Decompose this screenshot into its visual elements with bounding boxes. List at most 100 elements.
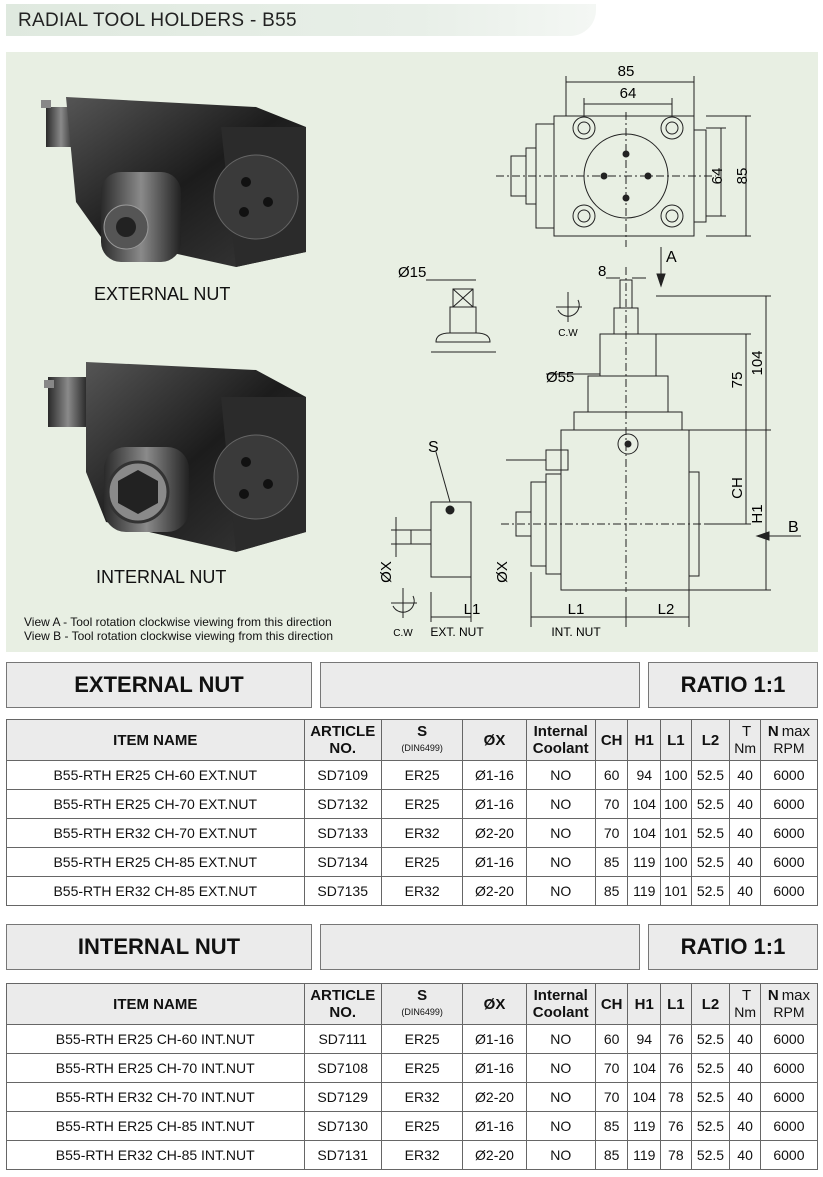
table-cell: Ø2-20 xyxy=(462,1140,527,1170)
table-cell: 6000 xyxy=(759,818,819,848)
table-cell: 85 xyxy=(594,1111,629,1141)
header-ox: ØX xyxy=(462,983,527,1025)
dim-64-top: 64 xyxy=(620,85,637,102)
dim-ox-int: ØX xyxy=(494,561,511,583)
internal-nut-holder-image xyxy=(44,362,306,552)
table-cell: 52.5 xyxy=(690,760,731,790)
header-text: T xyxy=(742,987,752,1004)
table-cell: ER32 xyxy=(380,876,464,906)
header-text: H1 xyxy=(634,995,654,1013)
table-cell: SD7111 xyxy=(303,1024,382,1054)
table-cell: 40 xyxy=(729,1111,761,1141)
dim-85-top: 85 xyxy=(618,63,635,80)
dim-8: 8 xyxy=(598,263,606,280)
header-text: ITEM NAME xyxy=(113,731,198,749)
figure-panel: 85 64 64 85 Ø15 xyxy=(6,52,818,652)
table-cell: Ø1-16 xyxy=(462,1053,527,1083)
dim-d55: Ø55 xyxy=(546,369,574,386)
dim-104: 104 xyxy=(749,350,766,375)
table-cell: 6000 xyxy=(759,760,819,790)
table-cell: 6000 xyxy=(759,847,819,877)
table-cell: B55-RTH ER25 CH-70 EXT.NUT xyxy=(6,789,305,819)
table-cell: SD7108 xyxy=(303,1053,382,1083)
table-cell: NO xyxy=(525,876,596,906)
table-cell: 40 xyxy=(729,818,761,848)
header-l2: L2 xyxy=(690,719,731,761)
table-cell: 52.5 xyxy=(690,1140,731,1170)
table-cell: B55-RTH ER32 CH-85 INT.NUT xyxy=(6,1140,305,1170)
table-cell: 60 xyxy=(594,1024,629,1054)
header-text: L2 xyxy=(701,731,720,749)
table-cell: 70 xyxy=(594,818,629,848)
table-cell: 100 xyxy=(660,789,692,819)
table-cell: ER32 xyxy=(380,1082,464,1112)
header-text: Nm xyxy=(734,740,756,756)
table-cell: 119 xyxy=(627,847,662,877)
section-title: INTERNAL NUT xyxy=(77,934,241,959)
table-cell: Ø1-16 xyxy=(462,1111,527,1141)
header-text: T xyxy=(742,723,752,740)
table-cell: NO xyxy=(525,760,596,790)
header-text: ØX xyxy=(483,995,506,1013)
header-text: ØX xyxy=(483,731,506,749)
table-cell: 104 xyxy=(627,1082,662,1112)
table-cell: Ø1-16 xyxy=(462,847,527,877)
table-cell: 119 xyxy=(627,876,662,906)
table-cell: NO xyxy=(525,1111,596,1141)
table-cell: ER25 xyxy=(380,1111,464,1141)
header-ch: CH xyxy=(594,983,629,1025)
header-item-name: ITEM NAME xyxy=(6,719,305,761)
table-cell: SD7131 xyxy=(303,1140,382,1170)
header-l2: L2 xyxy=(690,983,731,1025)
ratio-box: RATIO 1:1 xyxy=(648,662,818,708)
ext-nut-label: EXT. NUT xyxy=(430,625,484,639)
table-cell: 85 xyxy=(594,876,629,906)
dim-s: S xyxy=(428,439,439,456)
header-text: S xyxy=(417,723,428,740)
header-text: N xyxy=(767,723,779,740)
clockwise-icon xyxy=(556,292,582,322)
header-l1: L1 xyxy=(660,719,692,761)
table-cell: ER25 xyxy=(380,847,464,877)
table-cell: 52.5 xyxy=(690,847,731,877)
dim-h1: H1 xyxy=(749,504,766,523)
table-cell: B55-RTH ER25 CH-85 INT.NUT xyxy=(6,1111,305,1141)
table-cell: 40 xyxy=(729,760,761,790)
header-text: Internal xyxy=(533,723,588,740)
table-cell: B55-RTH ER25 CH-60 INT.NUT xyxy=(6,1024,305,1054)
table-cell: 104 xyxy=(627,789,662,819)
table-cell: 101 xyxy=(660,876,692,906)
table-cell: ER25 xyxy=(380,760,464,790)
table-cell: 70 xyxy=(594,1082,629,1112)
section-label-internal: INTERNAL NUT xyxy=(6,924,312,970)
clockwise-icon xyxy=(391,588,417,618)
header-text: CH xyxy=(600,731,623,749)
dim-l1-int: L1 xyxy=(568,601,585,618)
note-view-b: View B - Tool rotation clockwise viewing… xyxy=(24,629,334,643)
table-cell: ER32 xyxy=(380,818,464,848)
ext-nut-detail-drawing xyxy=(391,451,472,622)
shank-detail-drawing xyxy=(426,279,496,353)
ratio-box: RATIO 1:1 xyxy=(648,924,818,970)
table-cell: 78 xyxy=(660,1140,692,1170)
table-cell: 101 xyxy=(660,818,692,848)
table-cell: B55-RTH ER32 CH-85 EXT.NUT xyxy=(6,876,305,906)
header-text: RPM xyxy=(773,1004,805,1020)
table-cell: Ø2-20 xyxy=(462,1082,527,1112)
table-cell: 6000 xyxy=(759,1082,819,1112)
int-nut-label: INT. NUT xyxy=(551,625,601,639)
table-cell: 40 xyxy=(729,1053,761,1083)
